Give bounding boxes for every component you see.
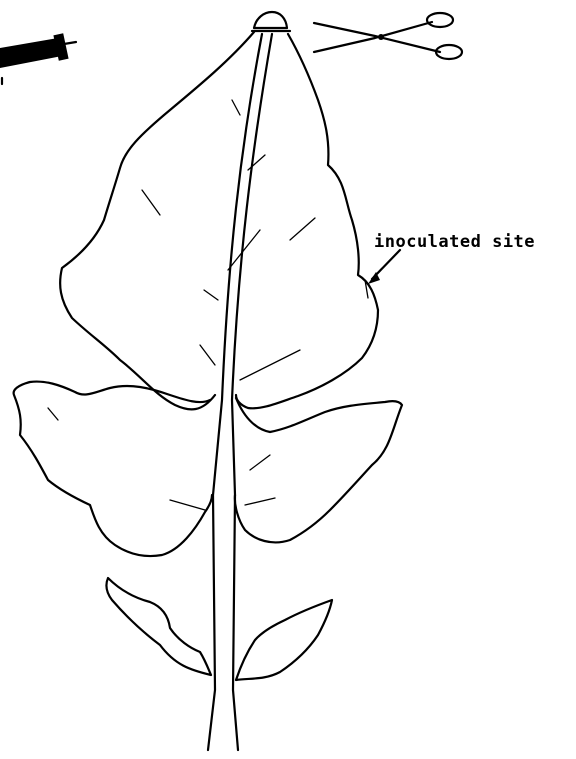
syringe-icon [0, 33, 76, 84]
lower-right-leaflet [236, 600, 332, 680]
leaf-tip-cap [252, 12, 290, 31]
scissors-icon [314, 13, 462, 59]
inoculation-marker [365, 250, 400, 298]
terminal-leaflet [60, 32, 378, 409]
stem [208, 34, 272, 750]
middle-right-leaflet [235, 398, 402, 542]
inoculated-site-label: inoculated site [374, 232, 535, 252]
lower-left-leaflet [106, 578, 211, 675]
